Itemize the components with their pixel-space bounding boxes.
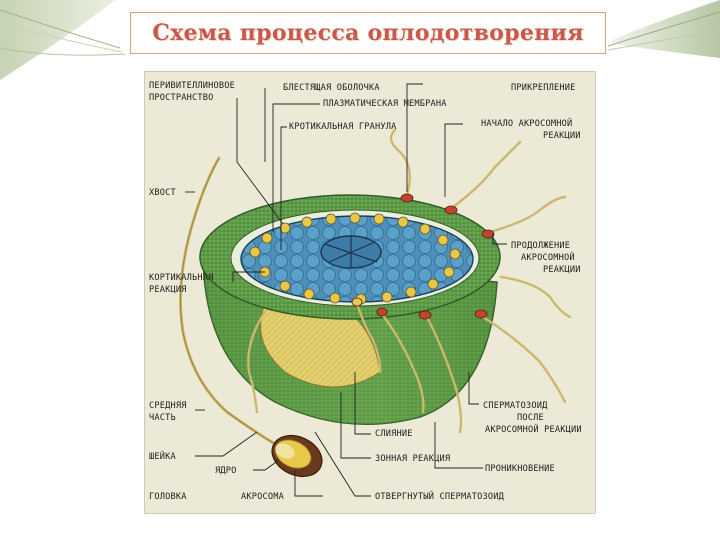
label-neck: ШЕЙКА <box>149 450 176 462</box>
label-head: ГОЛОВКА <box>149 492 187 502</box>
free-spermatozoon <box>179 156 323 478</box>
label-perivitelline-2: ПРОСТРАНСТВО <box>149 93 214 103</box>
diagram-canvas: ПЕРИВИТЕЛЛИНОВОЕ ПРОСТРАНСТВО БЛЕСТЯЩАЯ … <box>149 81 582 502</box>
fertilization-diagram: ПЕРИВИТЕЛЛИНОВОЕ ПРОСТРАНСТВО БЛЕСТЯЩАЯ … <box>144 71 596 514</box>
egg-cell <box>199 194 501 425</box>
spindle <box>320 235 382 269</box>
sperm-acrosome <box>275 443 295 459</box>
label-acrosome-continue-1: ПРОДОЛЖЕНИЕ <box>511 241 570 251</box>
label-zona-reaction: ЗОННАЯ РЕАКЦИЯ <box>375 454 450 464</box>
label-acrosome-continue-2: АКРОСОМНОЙ <box>521 251 575 263</box>
left-ribbon <box>0 0 126 80</box>
label-acrosome: АКРОСОМА <box>241 492 285 502</box>
label-cortical-reaction-1: КОРТИКАЛЬНАЯ <box>149 273 214 283</box>
label-acrosome-continue-3: РЕАКЦИИ <box>543 265 581 275</box>
label-nucleus: ЯДРО <box>215 466 237 476</box>
label-acrosome-start-1: НАЧАЛО АКРОСОМНОЙ <box>481 117 572 129</box>
label-middle-part-1: СРЕДНЯЯ <box>149 401 187 411</box>
right-ribbon <box>607 0 720 58</box>
label-plasma-membrane: ПЛАЗМАТИЧЕСКАЯ МЕМБРАНА <box>323 99 447 109</box>
sperm-heads <box>351 193 495 320</box>
label-sperm-after-2: ПОСЛЕ <box>517 413 544 423</box>
label-rejected-sperm: ОТВЕРГНУТЫЙ СПЕРМАТОЗОИД <box>375 490 505 502</box>
label-cortical-granule: КРОТИКАЛЬНАЯ ГРАНУЛА <box>289 122 397 132</box>
label-fusion: СЛИЯНИЕ <box>375 429 413 439</box>
leader-lines <box>185 83 507 497</box>
label-sperm-after-3: АКРОСОМНОЙ РЕАКЦИИ <box>485 423 582 435</box>
label-middle-part-2: ЧАСТЬ <box>149 413 176 423</box>
label-cortical-reaction-2: РЕАКЦИЯ <box>149 285 187 295</box>
label-tail: ХВОСТ <box>149 188 176 198</box>
label-shiny-membrane: БЛЕСТЯЩАЯ ОБОЛОЧКА <box>283 83 380 93</box>
label-penetration: ПРОНИКНОВЕНИЕ <box>485 464 555 474</box>
cortical-granules <box>249 212 461 305</box>
slide-title: Схема процесса оплодотворения <box>152 20 584 46</box>
label-acrosome-start-2: РЕАКЦИИ <box>543 131 581 141</box>
label-attachment: ПРИКРЕПЛЕНИЕ <box>511 83 576 93</box>
label-perivitelline-1: ПЕРИВИТЕЛЛИНОВОЕ <box>149 81 235 91</box>
attached-sperm <box>247 128 572 434</box>
label-sperm-after-1: СПЕРМАТОЗОИД <box>483 401 548 411</box>
title-box: Схема процесса оплодотворения <box>130 12 606 54</box>
cytoplasm-section <box>260 303 381 388</box>
